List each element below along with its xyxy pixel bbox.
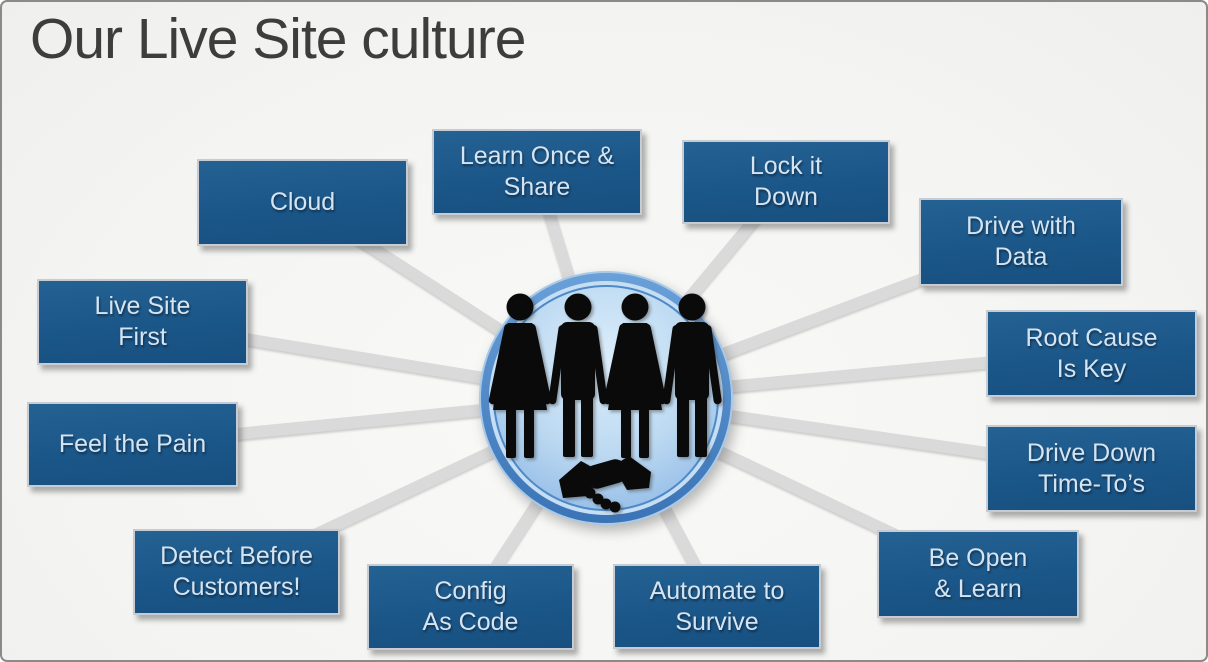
slide-title: Our Live Site culture <box>30 7 526 71</box>
handshake-icon <box>559 456 651 513</box>
node-drive-down-time-tos: Drive Down Time-To’s <box>986 425 1197 512</box>
node-feel-the-pain: Feel the Pain <box>27 402 238 487</box>
node-live-site-first: Live Site First <box>37 279 248 365</box>
node-lock-it-down: Lock it Down <box>682 140 890 224</box>
node-automate-to-survive: Automate to Survive <box>613 564 821 649</box>
node-drive-with-data: Drive with Data <box>919 198 1123 286</box>
node-learn-once-share: Learn Once & Share <box>432 129 642 215</box>
node-be-open-and-learn: Be Open & Learn <box>877 530 1079 618</box>
node-root-cause-is-key: Root Cause Is Key <box>986 310 1197 397</box>
node-config-as-code: Config As Code <box>367 564 574 650</box>
node-detect-before-customers: Detect Before Customers! <box>133 529 340 615</box>
node-cloud: Cloud <box>197 159 408 246</box>
teamwork-circle-graphic <box>479 271 733 525</box>
